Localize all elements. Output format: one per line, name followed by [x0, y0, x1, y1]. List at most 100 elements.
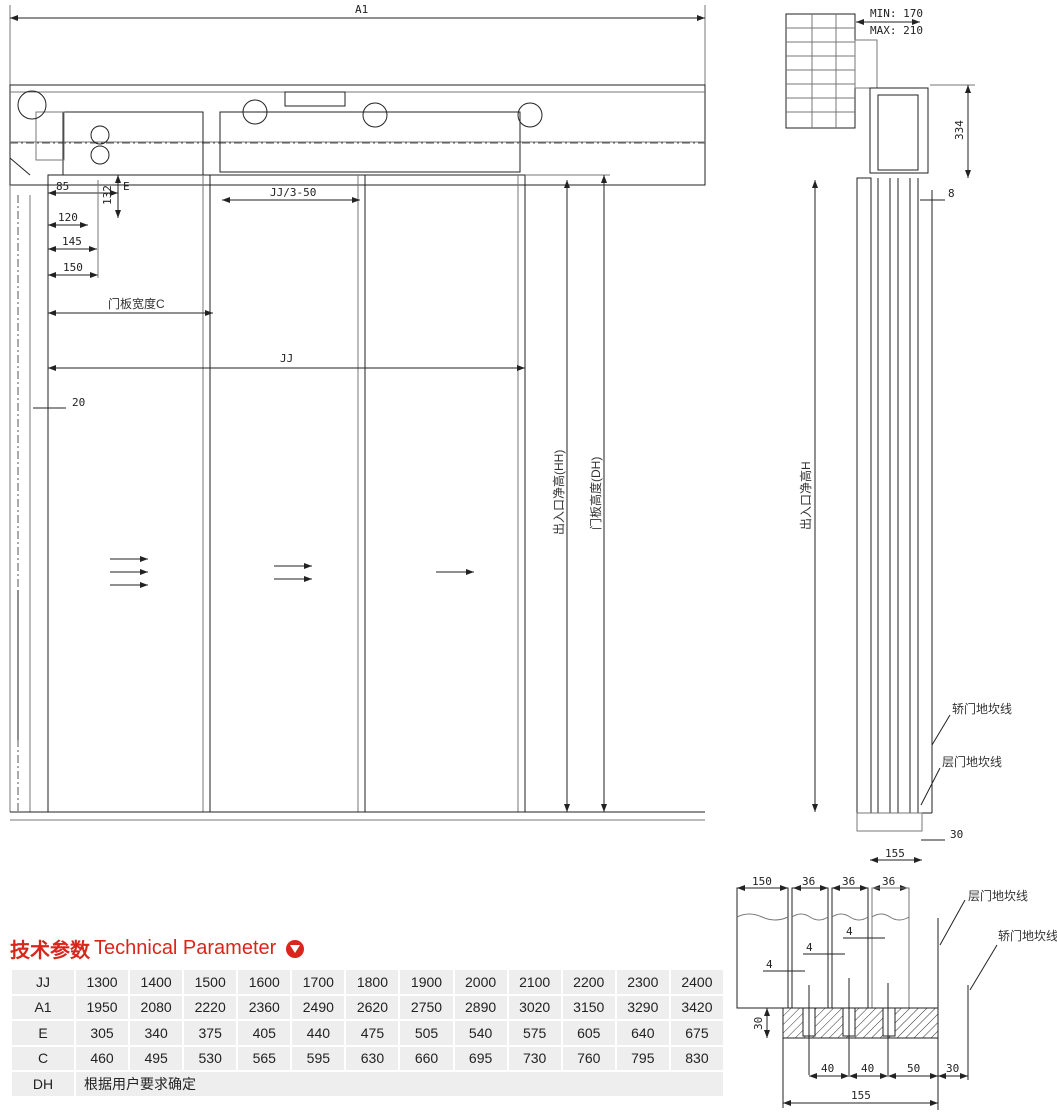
row-label: JJ	[10, 968, 76, 996]
table-cell: 3020	[506, 993, 563, 1021]
dh-value: 根据用户要求确定	[74, 1070, 725, 1098]
car-sill-line-label: 轿门地坎线	[952, 701, 1012, 716]
table-cell: 540	[452, 1019, 509, 1047]
table-cell: 605	[560, 1019, 617, 1047]
table-cell: 475	[344, 1019, 401, 1047]
table-cell: 440	[290, 1019, 347, 1047]
dim-jj: JJ	[280, 352, 293, 365]
landing-sill-line-label: 层门地坎线	[942, 754, 1002, 769]
dim-150: 150	[63, 261, 83, 274]
dim-jj3-50: JJ/3-50	[270, 186, 316, 199]
dim-36: 36	[802, 875, 815, 888]
dim-132: 132	[101, 185, 114, 205]
dim-120: 120	[58, 211, 78, 224]
dim-85: 85	[56, 180, 69, 193]
dim-155: 155	[885, 847, 905, 860]
table-cell: 730	[506, 1044, 563, 1072]
table-cell: 505	[398, 1019, 455, 1047]
table-cell: 675	[668, 1019, 726, 1047]
table-cell: 830	[668, 1044, 726, 1072]
table-cell: 1800	[344, 968, 401, 996]
table-cell: 2220	[182, 993, 239, 1021]
dim-8: 8	[948, 187, 955, 200]
dim-a1: A1	[355, 3, 368, 16]
table-cell: 760	[560, 1044, 617, 1072]
table-cell: 1900	[398, 968, 455, 996]
dim-50: 50	[907, 1062, 920, 1075]
table-cell: 2360	[236, 993, 293, 1021]
table-cell: 2000	[452, 968, 509, 996]
car-sill-line-label: 轿门地坎线	[998, 928, 1057, 943]
table-cell: 1700	[290, 968, 347, 996]
table-cell: 340	[128, 1019, 185, 1047]
table-cell: 1950	[73, 993, 131, 1021]
heading-en: Technical Parameter	[94, 937, 277, 959]
table-cell: 460	[73, 1044, 131, 1072]
table-cell: 2750	[398, 993, 455, 1021]
dim-4: 4	[766, 958, 773, 971]
table-cell: 2100	[506, 968, 563, 996]
dim-36: 36	[842, 875, 855, 888]
table-cell: 305	[73, 1019, 131, 1047]
door-panel-3	[364, 174, 526, 813]
table-cell: 2400	[668, 968, 726, 996]
table-cell: 1400	[128, 968, 185, 996]
dim-40: 40	[821, 1062, 834, 1075]
table-cell: 1600	[236, 968, 293, 996]
dim-30: 30	[950, 828, 963, 841]
row-label: C	[10, 1044, 76, 1072]
side-view: MIN: 170 MAX: 210 334 8 出入口净高H 轿门地坎线 层门地…	[785, 7, 1012, 863]
door-panel-2	[209, 174, 366, 813]
row-label: E	[10, 1019, 76, 1047]
dim-4: 4	[806, 941, 813, 954]
row-label: A1	[10, 993, 76, 1021]
dim-4: 4	[846, 925, 853, 938]
max-210: MAX: 210	[870, 24, 923, 37]
table-cell: 3150	[560, 993, 617, 1021]
opening-direction-arrows	[110, 556, 474, 588]
dim-40: 40	[861, 1062, 874, 1075]
front-view: A1 85 E 132	[9, 3, 706, 821]
table-cell: 3290	[614, 993, 671, 1021]
table-cell: 595	[290, 1044, 347, 1072]
dim-20: 20	[72, 396, 85, 409]
table-cell: 3420	[668, 993, 726, 1021]
heading-cn: 技术参数	[10, 940, 90, 962]
table-cell: 2200	[560, 968, 617, 996]
table-cell: 2620	[344, 993, 401, 1021]
table-cell: 575	[506, 1019, 563, 1047]
table-cell: 495	[128, 1044, 185, 1072]
table-cell: 695	[452, 1044, 509, 1072]
dim-panel-height-dh: 门板高度(DH)	[588, 457, 603, 530]
table-cell: 630	[344, 1044, 401, 1072]
landing-sill-line-label: 层门地坎线	[968, 888, 1028, 903]
technical-parameter-heading: 技术参数 Technical Parameter	[10, 934, 305, 963]
table-cell: 2490	[290, 993, 347, 1021]
dim-panel-width-c: 门板宽度C	[108, 296, 165, 311]
table-cell: 1300	[73, 968, 131, 996]
row-label: DH	[10, 1070, 76, 1098]
table-cell: 565	[236, 1044, 293, 1072]
table-cell: 2080	[128, 993, 185, 1021]
dim-clear-height-hh: 出入口净高(HH)	[551, 450, 566, 535]
sill-detail: 150 36 36 36 4 4 4 层门地坎线 轿门地坎线 30	[736, 875, 1057, 1110]
table-cell: 1500	[182, 968, 239, 996]
table-cell: 530	[182, 1044, 239, 1072]
dim-36: 36	[882, 875, 895, 888]
dim-30: 30	[946, 1062, 959, 1075]
dim-150: 150	[752, 875, 772, 888]
table-cell: 405	[236, 1019, 293, 1047]
dim-155: 155	[851, 1089, 871, 1102]
table-cell: 660	[398, 1044, 455, 1072]
table-cell: 795	[614, 1044, 671, 1072]
down-triangle-icon	[286, 939, 305, 958]
min-170: MIN: 170	[870, 7, 923, 20]
dim-334: 334	[953, 120, 966, 140]
